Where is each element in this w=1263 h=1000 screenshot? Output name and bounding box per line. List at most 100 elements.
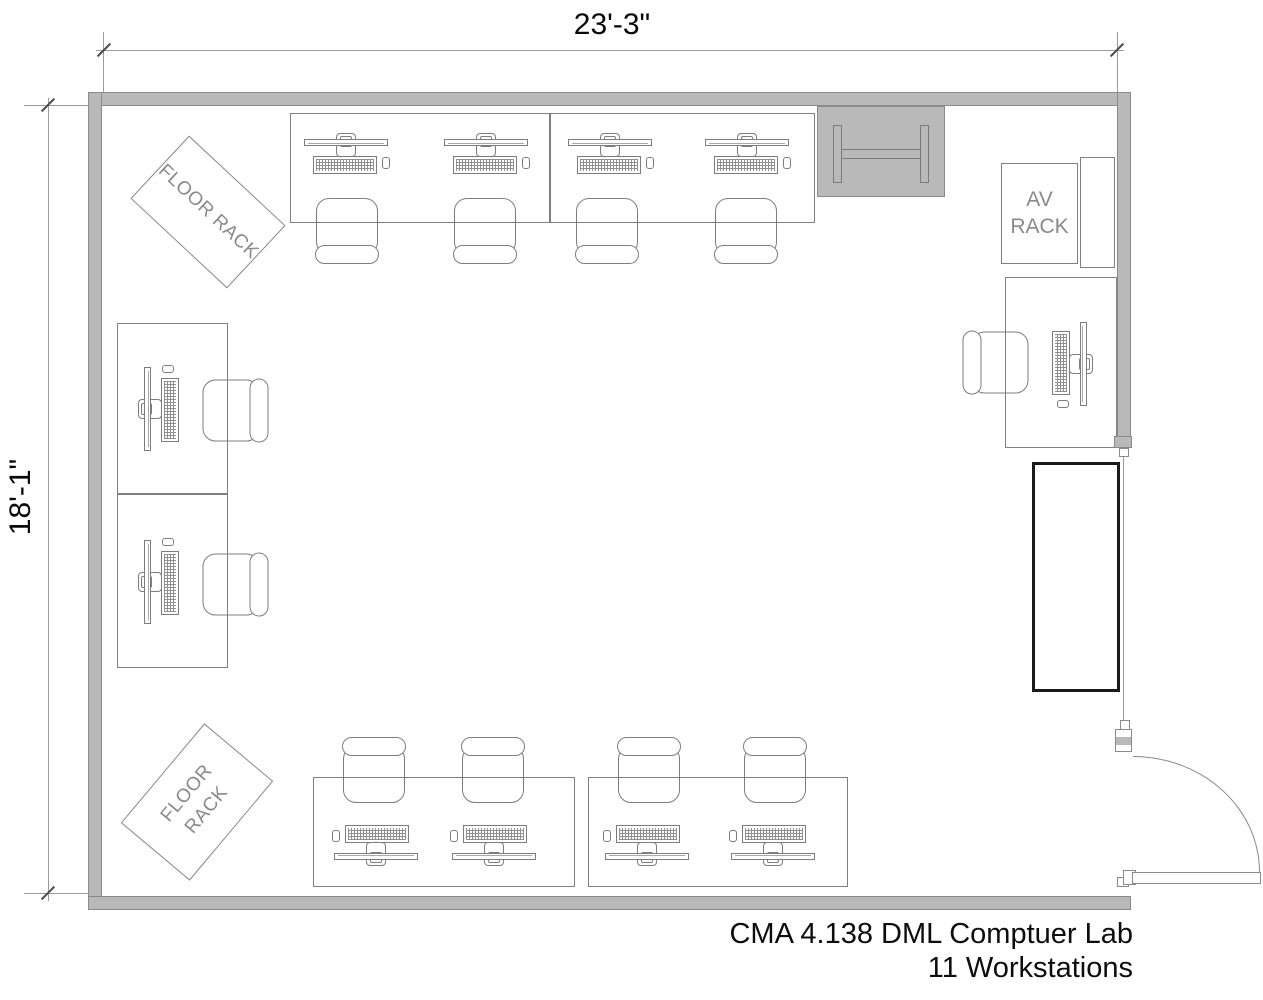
door-frame-jamb	[1115, 729, 1132, 752]
mouse-icon	[332, 830, 340, 842]
door-leaf	[1132, 872, 1261, 884]
plan-title-line1: CMA 4.138 DML Comptuer Lab	[729, 918, 1133, 950]
desk-left-1	[117, 323, 228, 494]
chair-back	[249, 552, 269, 617]
keyboard-icon	[345, 825, 409, 843]
floor-rack-top: FLOOR RACK	[130, 135, 286, 289]
ibeam-web-icon	[841, 149, 921, 159]
door-frame-jamb	[1114, 436, 1132, 448]
monitor-icon	[705, 139, 789, 146]
keyboard-icon	[742, 825, 806, 843]
monitor-icon	[1080, 322, 1087, 406]
chair	[340, 734, 406, 803]
workstation	[601, 820, 691, 866]
mouse-icon	[603, 830, 611, 842]
keyboard-icon	[453, 156, 517, 174]
chair-back	[249, 378, 269, 443]
monitor-icon	[444, 139, 528, 146]
chair	[202, 377, 272, 443]
workstation	[442, 133, 532, 179]
keyboard-icon	[313, 156, 377, 174]
dimension-extension-line	[24, 893, 88, 894]
chair-back	[575, 245, 639, 264]
av-rack: AV RACK	[1001, 163, 1078, 264]
dimension-extension-line	[103, 32, 104, 92]
wall-right	[1117, 92, 1131, 438]
door-swing-arc	[1133, 756, 1260, 872]
chair-back	[743, 737, 807, 756]
wall-top	[88, 92, 1131, 106]
workstation	[448, 820, 538, 866]
monitor-icon	[334, 853, 418, 860]
sidelite-frame-line	[1123, 456, 1124, 722]
chair	[453, 198, 519, 267]
desk-bottom-1	[313, 777, 575, 887]
monitor-icon	[304, 139, 388, 146]
cabinet	[1032, 462, 1120, 692]
workstation	[703, 133, 793, 179]
ibeam-flange-icon	[920, 125, 929, 183]
desk-top-1	[290, 113, 550, 223]
chair	[960, 330, 1029, 397]
mouse-icon	[450, 830, 458, 842]
desk-bottom-2	[588, 777, 848, 887]
chair	[459, 734, 525, 803]
door-frame-jamb	[1119, 448, 1129, 457]
monitor-icon	[568, 139, 652, 146]
chair-back	[315, 245, 379, 264]
keyboard-icon	[1052, 331, 1070, 395]
desk-right-1	[1005, 277, 1117, 448]
keyboard-icon	[714, 156, 778, 174]
dimension-extension-line	[1117, 32, 1118, 92]
floor-rack-bottom: FLOOR RACK	[120, 723, 274, 881]
workstation	[566, 133, 656, 179]
monitor-icon	[731, 853, 815, 860]
dimension-width-line	[96, 50, 1124, 51]
dimension-height-label: 18'-1"	[4, 458, 37, 536]
mouse-icon	[646, 157, 654, 169]
workstation	[138, 363, 184, 453]
mouse-icon	[783, 157, 791, 169]
keyboard-icon	[616, 825, 680, 843]
monitor-icon	[144, 540, 151, 624]
monitor-icon	[452, 853, 536, 860]
keyboard-icon	[463, 825, 527, 843]
monitor-icon	[144, 367, 151, 451]
chair	[615, 734, 681, 803]
workstation	[727, 820, 817, 866]
plan-title-line2: 11 Workstations	[927, 952, 1133, 984]
mouse-icon	[1057, 400, 1069, 408]
keyboard-icon	[161, 551, 179, 615]
dimension-extension-line	[24, 105, 88, 106]
monitor-icon	[605, 853, 689, 860]
chair	[741, 734, 807, 803]
desk-left-2	[117, 494, 228, 668]
keyboard-icon	[161, 378, 179, 442]
dimension-height-line	[48, 98, 49, 901]
wall-left	[88, 92, 102, 910]
mouse-icon	[522, 157, 530, 169]
mouse-icon	[382, 157, 390, 169]
plan-title: CMA 4.138 DML Comptuer Lab 11 Workstatio…	[729, 917, 1133, 985]
wall-bottom	[88, 896, 1131, 910]
workstation	[330, 820, 420, 866]
workstation	[138, 536, 184, 626]
chair-back	[453, 245, 517, 264]
chair-back	[342, 737, 406, 756]
dimension-width-label: 23'-3"	[573, 8, 651, 41]
chair-back	[714, 245, 778, 264]
av-rack-side-panel	[1080, 157, 1115, 268]
mouse-icon	[729, 830, 737, 842]
keyboard-icon	[577, 156, 641, 174]
chair-back	[617, 737, 681, 756]
chair	[315, 198, 381, 267]
workstation	[1047, 320, 1093, 410]
workstation	[302, 133, 392, 179]
structural-column	[817, 106, 945, 197]
mouse-icon	[162, 365, 174, 373]
mouse-icon	[162, 538, 174, 546]
chair	[575, 198, 641, 267]
chair-back	[461, 737, 525, 756]
desk-top-2	[550, 113, 815, 223]
